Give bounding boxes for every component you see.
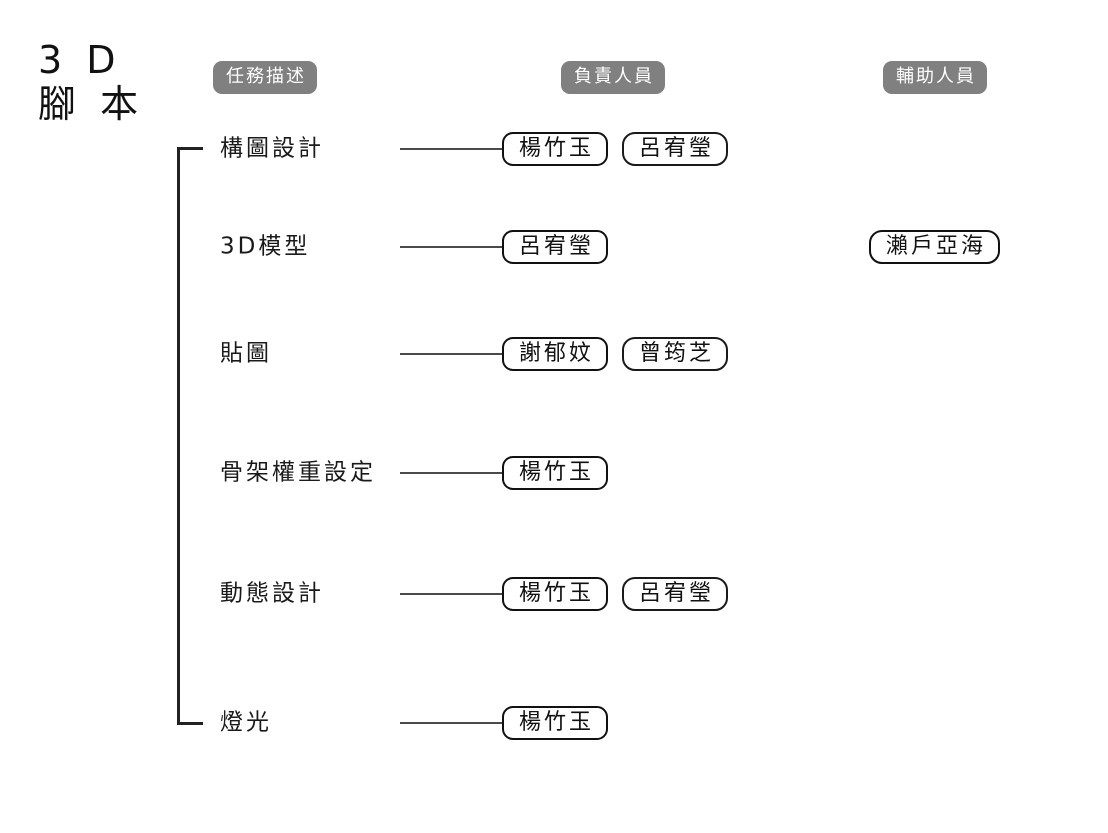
column-header-task: 任務描述 — [213, 61, 317, 94]
task-row: 3D模型 呂宥瑩 瀨戶亞海 — [0, 224, 1108, 270]
secondary-owner-chip[interactable]: 呂宥瑩 — [622, 132, 729, 166]
task-row: 構圖設計 楊竹玉呂宥瑩 — [0, 126, 1108, 172]
connector-line — [400, 722, 502, 724]
owner-chip[interactable]: 楊竹玉 — [502, 456, 609, 490]
task-label: 貼圖 — [220, 340, 272, 367]
owner-chip[interactable]: 謝郁妏 — [502, 337, 609, 371]
task-row: 動態設計 楊竹玉呂宥瑩 — [0, 571, 1108, 617]
owner-chip[interactable]: 呂宥瑩 — [502, 230, 609, 264]
column-header-owner: 負責人員 — [561, 61, 665, 94]
connector-line — [400, 472, 502, 474]
task-label: 構圖設計 — [220, 135, 324, 162]
column-header-assistant: 輔助人員 — [883, 61, 987, 94]
task-label: 燈光 — [220, 709, 272, 736]
task-row: 貼圖 謝郁妏曾筠芝 — [0, 331, 1108, 377]
owner-chip[interactable]: 楊竹玉 — [502, 132, 609, 166]
task-label: 3D模型 — [220, 233, 311, 260]
task-row: 燈光 楊竹玉 — [0, 700, 1108, 746]
secondary-owner-chip[interactable]: 曾筠芝 — [622, 337, 729, 371]
connector-line — [400, 246, 502, 248]
owner-chip[interactable]: 楊竹玉 — [502, 577, 609, 611]
owner-chip[interactable]: 楊竹玉 — [502, 706, 609, 740]
page-title: 3 D 腳 本 — [38, 38, 145, 126]
connector-line — [400, 353, 502, 355]
secondary-owner-chip[interactable]: 呂宥瑩 — [622, 577, 729, 611]
group-bracket — [177, 147, 203, 725]
connector-line — [400, 593, 502, 595]
task-label: 動態設計 — [220, 580, 324, 607]
assistant-chip[interactable]: 瀨戶亞海 — [869, 230, 1001, 264]
connector-line — [400, 148, 502, 150]
task-label: 骨架權重設定 — [220, 459, 376, 486]
task-row: 骨架權重設定 楊竹玉 — [0, 450, 1108, 496]
